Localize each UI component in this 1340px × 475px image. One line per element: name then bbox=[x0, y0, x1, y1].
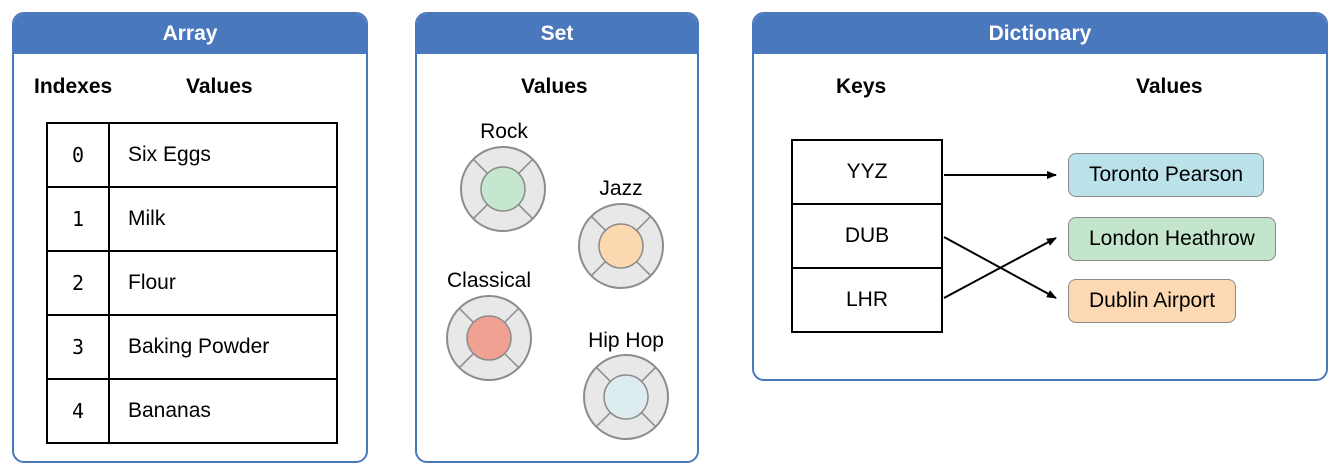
dictionary-key: DUB bbox=[793, 203, 941, 267]
arrow-lhr bbox=[943, 237, 1057, 299]
set-item-label: Rock bbox=[480, 120, 528, 143]
dictionary-value: Toronto Pearson bbox=[1068, 153, 1265, 197]
array-values-heading: Values bbox=[186, 75, 253, 98]
array-index: 1 bbox=[48, 188, 110, 250]
array-index: 2 bbox=[48, 252, 110, 314]
set-values-heading: Values bbox=[521, 75, 588, 98]
array-value: Six Eggs bbox=[128, 143, 211, 166]
array-indexes-heading: Indexes bbox=[34, 75, 113, 98]
array-row: 2 Flour bbox=[48, 250, 336, 314]
array-value: Milk bbox=[128, 207, 166, 230]
array-row: 3 Baking Powder bbox=[48, 314, 336, 378]
array-index: 0 bbox=[48, 124, 110, 186]
dictionary-keys-heading: Keys bbox=[836, 75, 887, 98]
dictionary-key: LHR bbox=[793, 267, 941, 331]
knob-rock-icon bbox=[460, 146, 546, 232]
dictionary-values-heading: Values bbox=[1136, 75, 1203, 98]
dictionary-key: YYZ bbox=[846, 160, 888, 183]
array-value: Baking Powder bbox=[128, 335, 270, 358]
set-item-label: Hip Hop bbox=[588, 329, 664, 352]
dictionary-value: Dublin Airport bbox=[1068, 279, 1237, 323]
set-title: Set bbox=[417, 14, 697, 54]
array-index: 3 bbox=[48, 316, 110, 378]
dictionary-key-table: YYZ DUB LHR bbox=[791, 139, 943, 333]
array-title: Array bbox=[14, 14, 366, 54]
array-row: 1 Milk bbox=[48, 186, 336, 250]
set-knobs bbox=[446, 146, 669, 440]
set-item-label: Jazz bbox=[599, 177, 643, 200]
array-value: Bananas bbox=[128, 399, 211, 422]
knob-classical-icon bbox=[446, 295, 532, 381]
array-value: Flour bbox=[128, 271, 176, 294]
knob-jazz-icon bbox=[578, 203, 664, 289]
set-item-label: Classical bbox=[446, 269, 532, 292]
dictionary-arrows bbox=[943, 171, 1057, 299]
dictionary-title: Dictionary bbox=[754, 14, 1326, 54]
array-row: 0 Six Eggs bbox=[48, 124, 336, 186]
knob-hip-hop-icon bbox=[583, 354, 669, 440]
dictionary-value: London Heathrow bbox=[1068, 217, 1276, 261]
array-index: 4 bbox=[48, 380, 110, 442]
array-panel: Array Indexes Values 0 Six Eggs 1 Milk 2… bbox=[12, 12, 368, 463]
array-row: 4 Bananas bbox=[48, 378, 336, 442]
set-panel: Set Values Rock Jazz Classical Hip Hop bbox=[415, 12, 699, 463]
dictionary-panel: Dictionary Keys Values YYZ DUB LHR Toron… bbox=[752, 12, 1328, 381]
array-table: 0 Six Eggs 1 Milk 2 Flour 3 Baking Powde… bbox=[46, 122, 338, 444]
